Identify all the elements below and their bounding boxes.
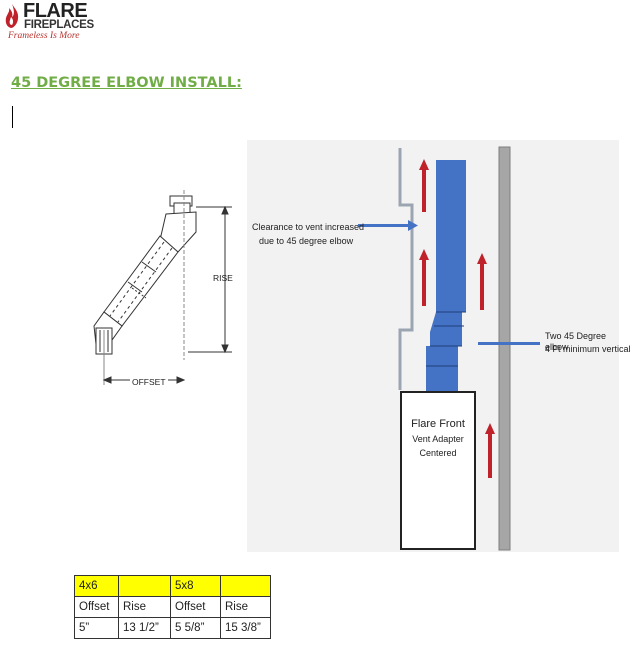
company-logo: FLARE FIREPLACES Frameless Is More xyxy=(0,0,100,46)
table-row: 5” 13 1/2” 5 5/8” 15 3/8” xyxy=(74,617,271,639)
text-cursor xyxy=(12,106,13,128)
table-row: 4x6 5x8 xyxy=(74,575,271,597)
table-cell: 4x6 xyxy=(74,575,119,597)
elbow-note-line2: 4 Ft minimum vertical xyxy=(545,344,631,354)
box-line2: Centered xyxy=(419,448,457,458)
flame-icon xyxy=(5,4,19,28)
logo-brand: FLARE xyxy=(23,0,88,22)
table-cell: 5” xyxy=(74,617,119,639)
offset-label: OFFSET xyxy=(130,377,168,388)
table-cell: Rise xyxy=(118,596,171,618)
table-cell: Rise xyxy=(220,596,271,618)
table-cell: 15 3/8” xyxy=(220,617,271,639)
box-title: Flare Front xyxy=(411,418,465,430)
table-cell xyxy=(118,575,171,597)
table-row: Offset Rise Offset Rise xyxy=(74,596,271,618)
clearance-note-line2: due to 45 degree elbow xyxy=(259,236,354,246)
table-cell: 5x8 xyxy=(170,575,221,597)
logo-sub: FIREPLACES xyxy=(24,19,94,31)
rise-label: RISE xyxy=(213,273,233,283)
vent-diagram xyxy=(358,146,540,551)
clearance-note-line1: Clearance to vent increased xyxy=(252,222,365,232)
elbow-note-line1: Two 45 Degree elbow xyxy=(545,331,607,352)
table-cell: Offset xyxy=(74,596,119,618)
table-cell: Offset xyxy=(170,596,221,618)
table-cell: 5 5/8” xyxy=(170,617,221,639)
table-cell: 13 1/2” xyxy=(118,617,171,639)
elbow-diagram xyxy=(93,190,232,385)
offset-rise-table: 4x6 5x8 Offset Rise Offset Rise 5” 13 1/… xyxy=(74,575,271,639)
logo-tagline: Frameless Is More xyxy=(8,31,80,41)
table-cell xyxy=(220,575,271,597)
box-line1: Vent Adapter xyxy=(412,434,464,444)
section-heading: 45 DEGREE ELBOW INSTALL: xyxy=(11,75,242,91)
